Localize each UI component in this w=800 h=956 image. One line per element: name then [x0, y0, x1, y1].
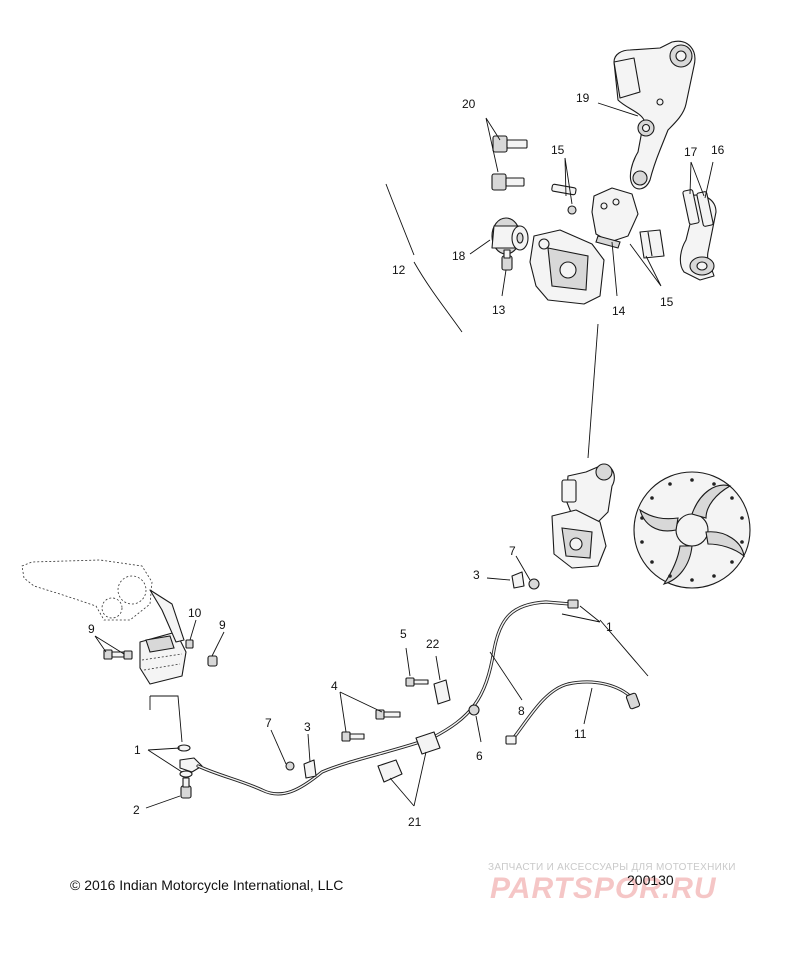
master-cylinder-part [139, 589, 187, 685]
callout-13: 13 [492, 303, 506, 317]
banjo-bolt-part-2 [180, 777, 192, 799]
mounting-arm-part [679, 189, 717, 281]
screw-part-9-right [207, 655, 218, 667]
clip-part-22 [433, 679, 451, 705]
brake-pads-part [591, 187, 639, 249]
callout-17: 17 [684, 145, 698, 159]
caliper-body-upper-part [529, 229, 605, 305]
bolt-part-20-lower [491, 173, 525, 191]
nut-part-7-upper [528, 578, 540, 590]
caliper-bracket-part [613, 40, 696, 190]
callout-19: 19 [576, 91, 590, 105]
screw-part-5 [405, 677, 429, 687]
figure-number: 200130 [627, 872, 674, 888]
copyright-text: © 2016 Indian Motorcycle International, … [70, 877, 344, 893]
callout-9: 9 [88, 622, 95, 636]
callout-15: 15 [660, 295, 674, 309]
callout-1: 1 [606, 620, 613, 634]
caliper-piston-part [491, 217, 529, 255]
callout-18: 18 [452, 249, 466, 263]
callout-labels: 20 19 15 17 16 18 12 13 14 15 7 3 1 10 9… [88, 91, 725, 829]
callout-1: 1 [134, 743, 141, 757]
mounted-caliper-part [551, 463, 615, 569]
callout-9: 9 [219, 618, 226, 632]
slide-pin-part-15 [551, 183, 577, 215]
callout-20: 20 [462, 97, 476, 111]
callout-3: 3 [304, 720, 311, 734]
disc-holes [640, 478, 744, 582]
callout-16: 16 [711, 143, 725, 157]
brake-disc-part [633, 471, 751, 589]
clamp-part-21 [377, 731, 441, 783]
bleeder-screw-part [501, 249, 513, 271]
watermark-tagline: ЗАПЧАСТИ И АКСЕССУАРЫ ДЛЯ МОТОТЕХНИКИ [488, 862, 736, 873]
clip-part-3-lower [303, 759, 317, 779]
callout-3: 3 [473, 568, 480, 582]
callout-7: 7 [265, 716, 272, 730]
callout-15: 15 [551, 143, 565, 157]
callout-11: 11 [574, 727, 587, 741]
pad-spring-part-15 [639, 229, 665, 259]
nut-part-7-lower [285, 761, 295, 771]
screw-part-9-left [103, 649, 133, 660]
callout-7: 7 [509, 544, 516, 558]
watermark-brand: PARTSPOR.RU [490, 872, 717, 905]
bolt-part-20-upper [492, 135, 528, 153]
callout-8: 8 [518, 704, 525, 718]
assembly-leader [587, 323, 599, 459]
screw-part-10 [185, 639, 194, 649]
callout-12: 12 [392, 263, 406, 277]
callout-10: 10 [188, 606, 202, 620]
callout-21: 21 [408, 815, 422, 829]
group-bracket-12 [385, 183, 463, 333]
nut-part-6 [468, 704, 480, 716]
brake-hose-part-8 [196, 599, 579, 796]
cylinder-leader [150, 695, 183, 743]
screw-part-4 [341, 709, 401, 742]
callout-22: 22 [426, 637, 440, 651]
clip-part-3-upper [511, 571, 525, 589]
abs-sensor-wire-part-11 [505, 680, 641, 745]
callout-4: 4 [331, 679, 338, 693]
callout-6: 6 [476, 749, 483, 763]
brake-lever-ghost [21, 559, 153, 621]
callout-2: 2 [133, 803, 140, 817]
callout-5: 5 [400, 627, 407, 641]
leader-lines [94, 102, 714, 809]
callout-14: 14 [612, 304, 626, 318]
